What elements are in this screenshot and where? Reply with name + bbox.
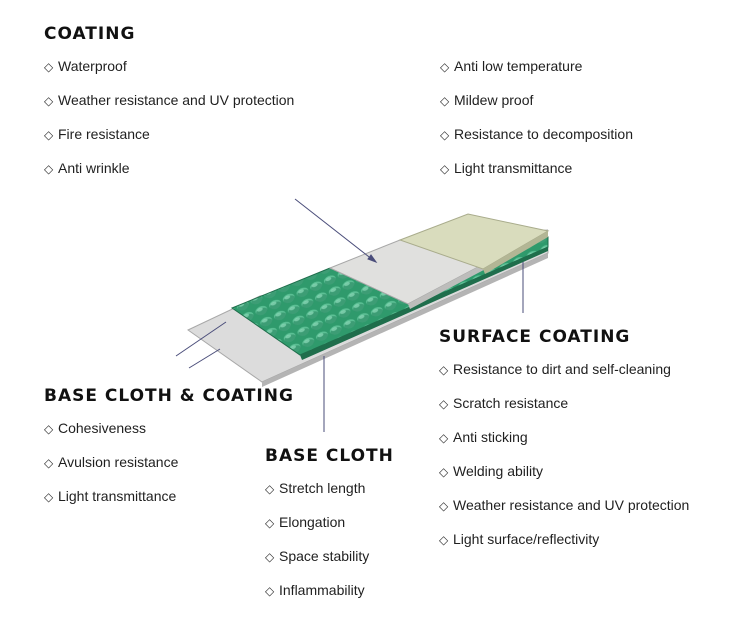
diamond-bullet-icon: ◇ <box>440 60 450 74</box>
diamond-bullet-icon: ◇ <box>439 499 449 513</box>
diamond-bullet-icon: ◇ <box>439 431 449 445</box>
base-cloth-coating-heading: BASE CLOTH & COATING <box>44 386 294 406</box>
surface-coating-layer <box>398 213 550 274</box>
pointer-lines <box>175 198 524 432</box>
list-item: ◇Cohesiveness <box>44 420 146 436</box>
coating-pointer-line <box>294 198 374 261</box>
coating-pointer-arrow <box>367 254 378 264</box>
list-item: ◇Anti sticking <box>439 429 528 445</box>
base-cloth-heading: BASE CLOTH <box>265 446 394 466</box>
diamond-bullet-icon: ◇ <box>265 550 275 564</box>
list-item: ◇Fire resistance <box>44 126 150 142</box>
list-item: ◇Weather resistance and UV protection <box>439 497 690 513</box>
diamond-bullet-icon: ◇ <box>265 516 275 530</box>
surface-coating-features: ◇Resistance to dirt and self-cleaning ◇S… <box>439 360 689 564</box>
list-item: ◇Mildew proof <box>440 92 534 108</box>
list-item: ◇Elongation <box>265 514 346 530</box>
coating-heading: COATING <box>44 24 136 44</box>
diamond-bullet-icon: ◇ <box>440 128 450 142</box>
diamond-bullet-icon: ◇ <box>44 128 54 142</box>
list-item: ◇Light transmittance <box>44 488 177 504</box>
list-item: ◇Welding ability <box>439 463 544 479</box>
list-item: ◇Light surface/reflectivity <box>439 531 600 547</box>
diamond-bullet-icon: ◇ <box>440 94 450 108</box>
list-item: ◇Weather resistance and UV protection <box>44 92 295 108</box>
list-item: ◇Inflammability <box>265 582 365 598</box>
diamond-bullet-icon: ◇ <box>44 162 54 176</box>
list-item: ◇Resistance to dirt and self-cleaning <box>439 361 671 377</box>
list-item: ◇Anti wrinkle <box>44 160 130 176</box>
diamond-bullet-icon: ◇ <box>44 60 54 74</box>
surface-coating-heading: SURFACE COATING <box>439 327 631 347</box>
base-cloth-coating-pointer-line-1 <box>175 321 227 357</box>
diamond-bullet-icon: ◇ <box>44 94 54 108</box>
list-item: ◇Stretch length <box>265 480 366 496</box>
diamond-bullet-icon: ◇ <box>440 162 450 176</box>
diamond-bullet-icon: ◇ <box>439 397 449 411</box>
list-item: ◇Waterproof <box>44 58 127 74</box>
diamond-bullet-icon: ◇ <box>44 456 54 470</box>
diamond-bullet-icon: ◇ <box>44 422 54 436</box>
diamond-bullet-icon: ◇ <box>439 465 449 479</box>
diamond-bullet-icon: ◇ <box>265 584 275 598</box>
list-item: ◇Anti low temperature <box>440 58 583 74</box>
list-item: ◇Scratch resistance <box>439 395 569 411</box>
coating-features-right: ◇Anti low temperature ◇Mildew proof ◇Res… <box>440 57 633 193</box>
diamond-bullet-icon: ◇ <box>439 363 449 377</box>
base-cloth-coating-features: ◇Cohesiveness ◇Avulsion resistance ◇Ligh… <box>44 419 178 521</box>
diamond-bullet-icon: ◇ <box>439 533 449 547</box>
base-cloth-coating-pointer-line-2 <box>188 348 221 369</box>
diamond-bullet-icon: ◇ <box>265 482 275 496</box>
list-item: ◇Light transmittance <box>440 160 573 176</box>
coating-features-left: ◇Waterproof ◇Weather resistance and UV p… <box>44 57 294 193</box>
diamond-bullet-icon: ◇ <box>44 490 54 504</box>
base-cloth-features: ◇Stretch length ◇Elongation ◇Space stabi… <box>265 479 369 615</box>
list-item: ◇Avulsion resistance <box>44 454 179 470</box>
list-item: ◇Space stability <box>265 548 370 564</box>
list-item: ◇Resistance to decomposition <box>440 126 633 142</box>
